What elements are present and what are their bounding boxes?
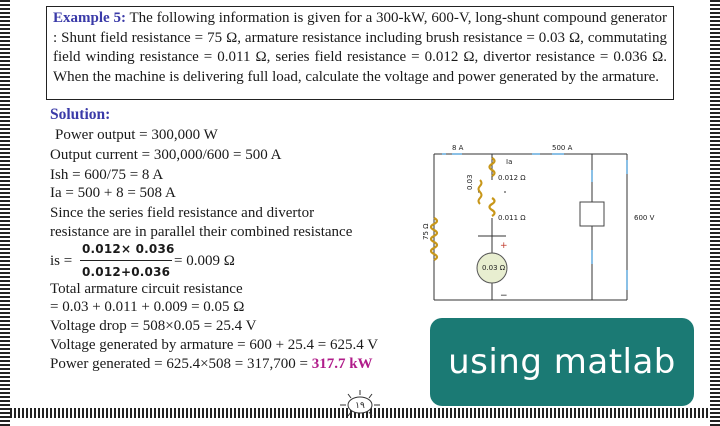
- label-armature: 0.03 Ω: [482, 264, 506, 272]
- plus-sign: +: [500, 241, 508, 251]
- solution-line-11: Power generated = 625.4×508 = 317,700 = …: [50, 355, 373, 373]
- page-number: ١٩: [355, 401, 365, 411]
- armature: [476, 252, 508, 284]
- commutating-coil: [488, 197, 496, 217]
- solution-line-3: Ish = 600/75 = 8 A: [50, 167, 164, 183]
- fraction-denominator: 0.012+0.036: [82, 265, 171, 279]
- fraction-numerator: 0.012× 0.036: [82, 242, 175, 256]
- page-border-right: [710, 0, 720, 426]
- label-600v: 600 V: [634, 214, 655, 222]
- power-prefix: Power generated = 625.4×508 = 317,700 =: [50, 356, 308, 372]
- shunt-field-coil: [429, 217, 439, 261]
- label-ia: Ia: [506, 158, 512, 166]
- solution-line-8: = 0.03 + 0.011 + 0.009 = 0.05 Ω: [50, 299, 245, 315]
- solution-line-5: Since the series field resistance and di…: [50, 205, 315, 221]
- label-75-ohm: 75 Ω: [422, 223, 430, 240]
- label-0-011: 0.011 Ω: [498, 214, 526, 222]
- fraction-bar: [80, 260, 172, 262]
- fraction-result: = 0.009 Ω: [174, 253, 235, 269]
- label-8a: 8 A: [452, 144, 464, 152]
- label-0-03-side: 0.03: [466, 174, 474, 190]
- solution-line-6: resistance are in parallel their combine…: [50, 224, 353, 240]
- label-0-012: 0.012 Ω: [498, 174, 526, 182]
- circuit-arrows: [442, 153, 628, 290]
- solution-line-2: Output current = 300,000/600 = 500 A: [50, 147, 282, 163]
- solution-line-1: Power output = 300,000 W: [55, 127, 218, 143]
- page-border-left: [0, 0, 10, 426]
- example-box: Example 5: The following information is …: [46, 6, 674, 100]
- circuit-diagram: 8 A 500 A Ia 0.03 0.012 Ω 0.011 Ω 75 Ω 0…: [422, 144, 655, 301]
- divertor-coil: [477, 179, 483, 205]
- solution-line-10: Voltage generated by armature = 600 + 25…: [50, 337, 379, 353]
- solution-line-4: Ia = 500 + 8 = 508 A: [50, 185, 176, 201]
- minus-sign: −: [500, 291, 508, 301]
- example-label: Example 5:: [53, 10, 126, 26]
- example-text: The following information is given for a…: [53, 10, 667, 85]
- solution-heading: Solution:: [50, 106, 111, 123]
- solution-line-7: Total armature circuit resistance: [50, 281, 243, 297]
- solution-line-9: Voltage drop = 508×0.05 = 25.4 V: [50, 318, 257, 334]
- label-500a: 500 A: [552, 144, 573, 152]
- page-number-badge: ١٩: [340, 390, 380, 417]
- power-result: 317.7 kW: [311, 356, 373, 372]
- fraction-prefix: is =: [50, 253, 73, 269]
- series-field-coil: [488, 157, 496, 177]
- overlay-banner: using matlab: [430, 318, 694, 406]
